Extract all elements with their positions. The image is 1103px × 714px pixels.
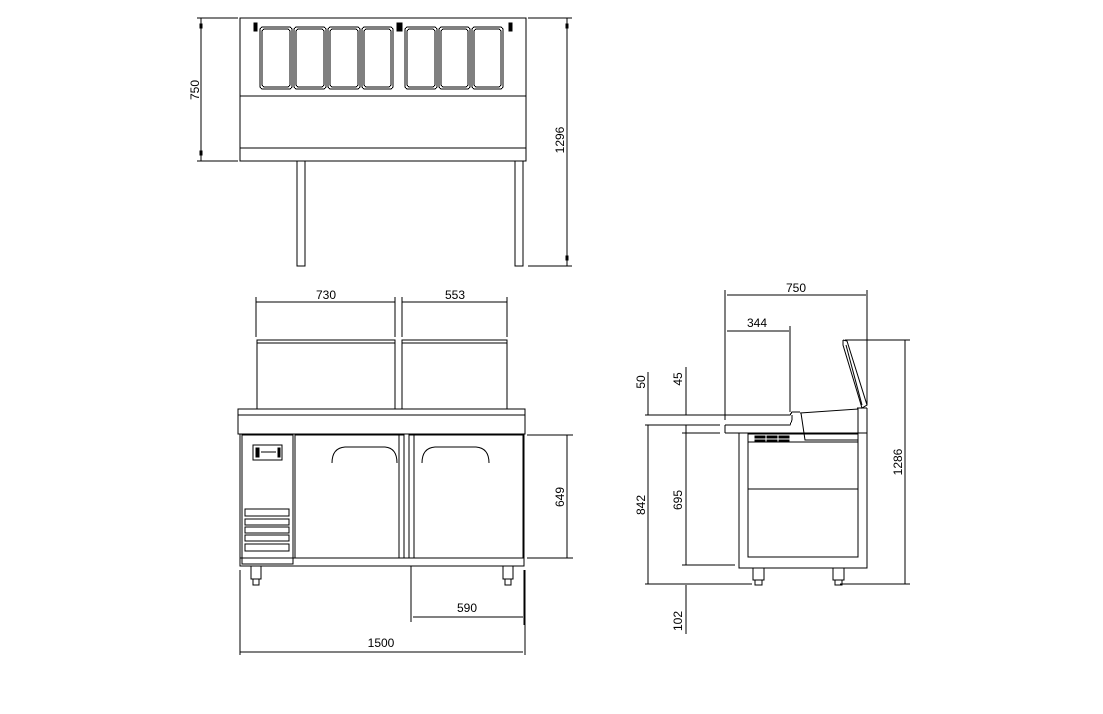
vent xyxy=(244,534,290,542)
dimension-1286: 1286 xyxy=(840,339,910,585)
foot xyxy=(502,565,514,580)
door-handle-icon xyxy=(421,446,490,464)
front-view: 730 553 649 590 1500 xyxy=(237,288,573,655)
dimension-label: 730 xyxy=(316,288,336,302)
dimension-590: 590 xyxy=(410,566,525,625)
foot xyxy=(834,579,843,586)
dimension-label: 45 xyxy=(671,372,685,386)
dimension-730: 730 xyxy=(255,288,396,337)
dimension-label: 102 xyxy=(671,611,685,631)
dimension-label: 750 xyxy=(786,281,806,295)
dimension-label: 1296 xyxy=(553,126,567,153)
dimension-label: 590 xyxy=(457,601,477,615)
pan-inner xyxy=(406,28,436,88)
side-view: 750 344 50 45 842 695 102 1286 xyxy=(634,281,910,634)
dimension-label: 1286 xyxy=(891,448,905,475)
pan-inner xyxy=(473,28,502,88)
door-handle-icon xyxy=(331,446,398,464)
foot xyxy=(752,567,765,581)
pan-inner xyxy=(295,28,325,88)
foot xyxy=(832,567,845,581)
top-view: 750 1296 xyxy=(188,17,572,267)
top-view-body xyxy=(239,17,527,162)
pan xyxy=(293,26,327,90)
side-cabinet xyxy=(738,432,868,569)
pan-section xyxy=(799,408,859,441)
dimension-label: 649 xyxy=(553,487,567,507)
dimension-344: 344 xyxy=(727,316,791,412)
vent-grille xyxy=(244,508,290,552)
top-view-leg-left xyxy=(296,160,306,267)
dimension-553: 553 xyxy=(401,288,508,337)
upper-box-left xyxy=(256,339,396,410)
pan xyxy=(404,26,438,90)
pan-inner xyxy=(440,28,469,88)
side-vent xyxy=(754,435,790,443)
door-left xyxy=(294,434,405,559)
dimension-842-label: 842 xyxy=(634,495,648,515)
top-view-leg-right xyxy=(514,160,524,267)
foot xyxy=(252,578,260,586)
hinge-icon xyxy=(253,22,258,32)
door-right xyxy=(408,434,524,559)
vent xyxy=(244,518,290,526)
dimension-649: 649 xyxy=(527,434,573,559)
pan-inner xyxy=(329,28,359,88)
pan xyxy=(471,26,504,90)
foot xyxy=(250,565,262,580)
upper-box-right xyxy=(401,339,508,410)
pan-inner xyxy=(261,28,291,88)
dimension-750-side: 750 xyxy=(724,281,868,420)
foot xyxy=(754,579,763,586)
dimension-label: 553 xyxy=(445,288,465,302)
dimension-695-label: 695 xyxy=(671,490,685,510)
dimension-label: 750 xyxy=(188,80,202,100)
cabinet-body xyxy=(239,433,525,567)
pan xyxy=(259,26,293,90)
pan xyxy=(327,26,361,90)
dimension-50: 50 xyxy=(634,372,649,584)
control-panel xyxy=(241,434,294,565)
pan xyxy=(361,26,394,90)
dimension-102: 102 xyxy=(671,585,687,634)
foot xyxy=(504,578,512,586)
display-icon xyxy=(252,444,283,461)
dimension-label: 50 xyxy=(634,375,648,389)
dimension-1500: 1500 xyxy=(239,570,526,655)
pan xyxy=(438,26,471,90)
pan-inner xyxy=(363,28,392,88)
hinge-icon xyxy=(508,22,513,32)
dimension-45: 45 xyxy=(671,367,687,565)
vent xyxy=(244,543,290,552)
countertop xyxy=(237,408,526,435)
vent xyxy=(244,508,290,517)
open-lid xyxy=(842,339,868,409)
hinge-icon xyxy=(396,22,403,32)
dimension-750-top: 750 xyxy=(188,17,238,162)
side-cabinet-inner xyxy=(747,433,859,558)
pan-row xyxy=(259,26,504,90)
dimension-label: 1500 xyxy=(368,636,395,650)
dimension-label: 344 xyxy=(747,316,767,330)
counter-profile xyxy=(645,411,800,416)
dimension-1296: 1296 xyxy=(528,17,572,267)
vent xyxy=(244,526,290,534)
